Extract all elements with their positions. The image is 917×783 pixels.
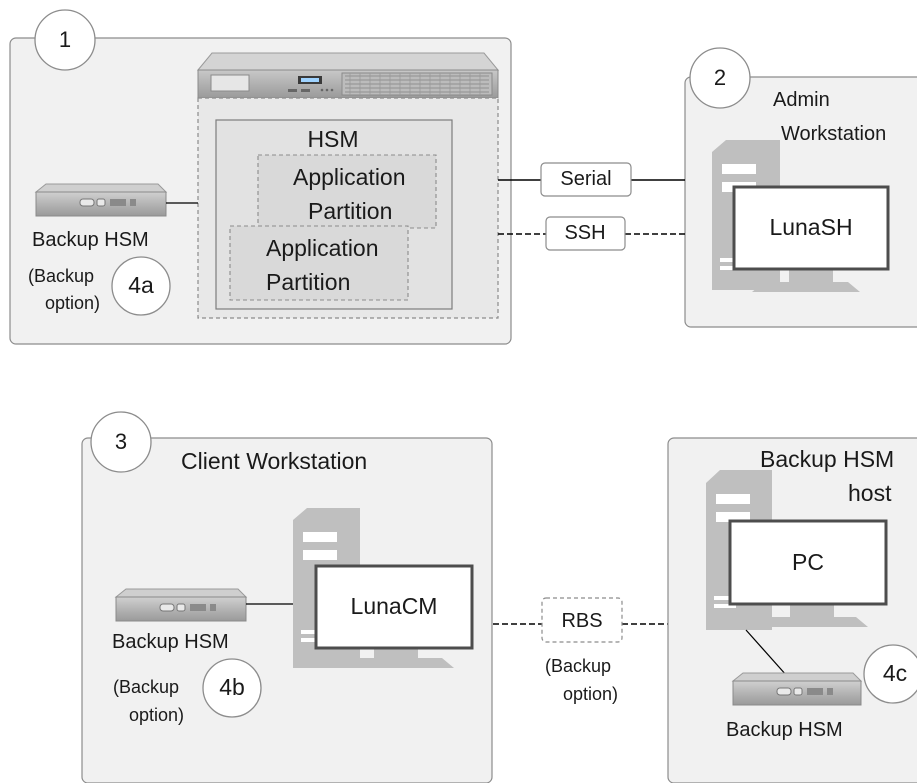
ssh-label: SSH bbox=[564, 222, 606, 244]
backup-hsm-4c-link bbox=[745, 629, 788, 677]
serial-label: Serial bbox=[560, 168, 612, 190]
badge-4b-circle bbox=[202, 658, 262, 718]
backup-hsm-4a-label: Backup HSM bbox=[32, 229, 149, 251]
backup-option-4a-line1: (Backup bbox=[28, 266, 95, 286]
lunash-label: LunaSH bbox=[769, 214, 853, 240]
backup-option-4b-line1: (Backup bbox=[113, 677, 180, 697]
client-workstation-title: Client Workstation bbox=[181, 448, 368, 474]
application-partition-top bbox=[257, 154, 437, 229]
rbs-option-line1: (Backup bbox=[545, 656, 612, 676]
rbs-label: RBS bbox=[561, 610, 603, 632]
ssh-connection bbox=[498, 216, 685, 251]
partition-top-line2: Partition bbox=[308, 198, 393, 224]
lunash-monitor-icon bbox=[732, 185, 890, 292]
badge-4a-text: 4a bbox=[128, 272, 154, 298]
backup-hsm-4b-icon bbox=[114, 588, 248, 622]
step-3-number: 3 bbox=[114, 429, 128, 454]
lunacm-monitor-icon bbox=[314, 564, 474, 668]
pc-monitor-icon bbox=[728, 519, 888, 627]
backup-hsm-4a-icon bbox=[34, 183, 168, 217]
step-1-number: 1 bbox=[58, 27, 72, 52]
step-2-number: 2 bbox=[713, 65, 727, 90]
hsm-appliance-icon bbox=[196, 52, 500, 99]
badge-4b-text: 4b bbox=[219, 674, 245, 700]
backup-hsm-4c-label: Backup HSM bbox=[726, 719, 843, 741]
application-partition-bottom bbox=[229, 225, 409, 301]
serial-connection bbox=[498, 162, 685, 197]
backup-option-4a-line2: option) bbox=[45, 293, 101, 313]
partition-bottom-line2: Partition bbox=[266, 269, 351, 295]
backup-option-4b-line2: option) bbox=[129, 705, 185, 725]
lunacm-label: LunaCM bbox=[350, 593, 438, 619]
hsm-label: HSM bbox=[307, 126, 359, 152]
rbs-option-line2: option) bbox=[563, 684, 619, 704]
admin-workstation-line1: Admin bbox=[773, 89, 830, 111]
step-1-circle bbox=[34, 9, 96, 71]
backup-hsm-4b-label: Backup HSM bbox=[112, 631, 229, 653]
admin-workstation-line2: Workstation bbox=[781, 123, 887, 145]
badge-4c-circle bbox=[863, 644, 917, 704]
pc-label: PC bbox=[792, 549, 824, 575]
badge-4a-circle bbox=[111, 256, 171, 316]
section-3-box bbox=[81, 437, 493, 783]
partition-bottom-line1: Application bbox=[266, 235, 379, 261]
backup-host-title-line2: host bbox=[848, 480, 892, 506]
badge-4c-text: 4c bbox=[882, 660, 908, 686]
partition-top-line1: Application bbox=[293, 164, 406, 190]
backup-host-title-line1: Backup HSM bbox=[760, 446, 895, 472]
step-3-circle bbox=[90, 411, 152, 473]
step-2-circle bbox=[689, 47, 751, 109]
backup-hsm-4c-icon bbox=[731, 672, 863, 706]
rbs-connection bbox=[493, 597, 668, 643]
